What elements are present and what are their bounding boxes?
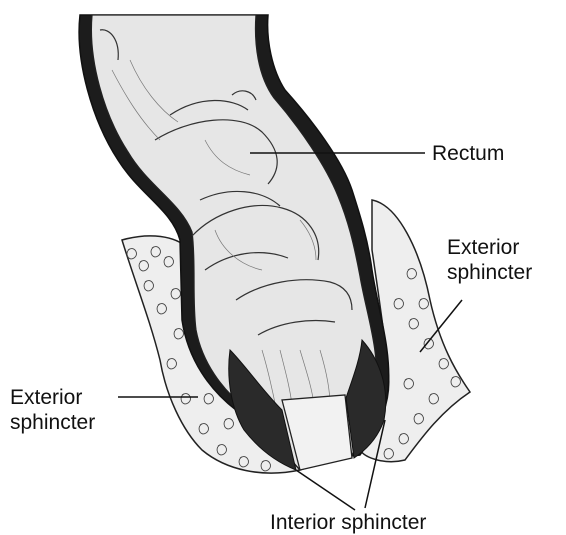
exterior-sphincter-right-label: Exterior sphincter: [447, 235, 532, 285]
exterior-sphincter-left-label: Exterior sphincter: [10, 385, 95, 435]
rectum-label: Rectum: [432, 141, 504, 166]
exterior-sphincter-right-label-line2: sphincter: [447, 260, 532, 285]
exterior-sphincter-left-label-line2: sphincter: [10, 410, 95, 435]
exterior-sphincter-right-label-line1: Exterior: [447, 235, 532, 260]
interior-sphincter-leader-line-left: [296, 470, 355, 510]
interior-sphincter-label: Interior sphincter: [270, 510, 426, 535]
exterior-sphincter-left-label-line1: Exterior: [10, 385, 95, 410]
